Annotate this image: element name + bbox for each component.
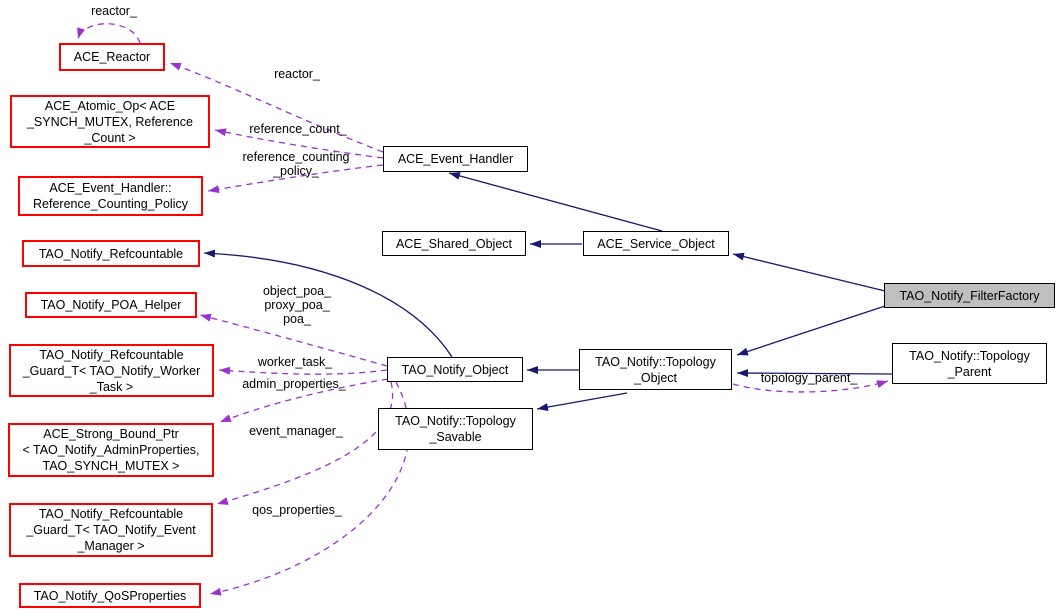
node-ace-event-handler[interactable]: ACE_Event_Handler [383, 146, 528, 172]
edge-inherit-service-object-to-event-handler [448, 172, 663, 232]
node-tao-notify-topology-parent[interactable]: TAO_Notify::Topology _Parent [892, 343, 1047, 384]
edge-inherit-filter-factory-to-topology-object [736, 305, 886, 356]
edge-inherit-filter-factory-to-service-object [732, 252, 886, 292]
node-tao-notify-object[interactable]: TAO_Notify_Object [387, 357, 523, 382]
node-ace-strong-bound-ptr-admin-properties[interactable]: ACE_Strong_Bound_Ptr < TAO_Notify_AdminP… [8, 423, 214, 477]
edge-usage-event-handler-to-counting-policy [207, 164, 384, 194]
edge-usage-event-handler-to-atomic-op [214, 128, 384, 159]
edge-inherit-topology-object-to-topology-savable [536, 392, 628, 412]
node-tao-notify-refcountable[interactable]: TAO_Notify_Refcountable [22, 240, 200, 267]
node-ace-service-object[interactable]: ACE_Service_Object [583, 231, 729, 256]
edge-usage-notify-object-to-admin-properties [219, 378, 389, 423]
edge-usage-event-handler-to-reactor [169, 62, 384, 153]
node-tao-notify-topology-savable[interactable]: TAO_Notify::Topology _Savable [378, 408, 533, 450]
edge-usage-notify-object-to-qos-properties [209, 381, 410, 596]
edge-usage-notify-object-to-event-manager-guard [216, 381, 394, 505]
node-tao-notify-poa-helper[interactable]: TAO_Notify_POA_Helper [25, 292, 197, 318]
node-tao-notify-qos-properties[interactable]: TAO_Notify_QoSProperties [19, 583, 201, 608]
node-tao-notify-filter-factory: TAO_Notify_FilterFactory [884, 283, 1055, 308]
edge-inherit-topology-parent-to-topology-object [736, 369, 893, 378]
node-tao-notify-refcountable-guard-worker-task[interactable]: TAO_Notify_Refcountable _Guard_T< TAO_No… [9, 344, 214, 397]
edge-usage-notify-object-to-poa-helper [199, 313, 388, 367]
node-ace-reactor[interactable]: ACE_Reactor [59, 43, 165, 71]
node-ace-event-handler-reference-counting-policy[interactable]: ACE_Event_Handler:: Reference_Counting_P… [18, 176, 203, 216]
node-tao-notify-topology-object[interactable]: TAO_Notify::Topology _Object [579, 349, 732, 390]
node-tao-notify-refcountable-guard-event-manager[interactable]: TAO_Notify_Refcountable _Guard_T< TAO_No… [9, 503, 213, 557]
edge-usage-topology-object-to-topology-parent [732, 380, 889, 393]
edge-inherit-notify-object-to-refcountable [203, 249, 453, 358]
edge-usage-reactor-self [77, 23, 141, 44]
node-ace-atomic-op[interactable]: ACE_Atomic_Op< ACE _SYNCH_MUTEX, Referen… [10, 95, 210, 148]
node-ace-shared-object[interactable]: ACE_Shared_Object [382, 231, 526, 256]
edge-usage-notify-object-to-worker-guard [218, 366, 388, 375]
